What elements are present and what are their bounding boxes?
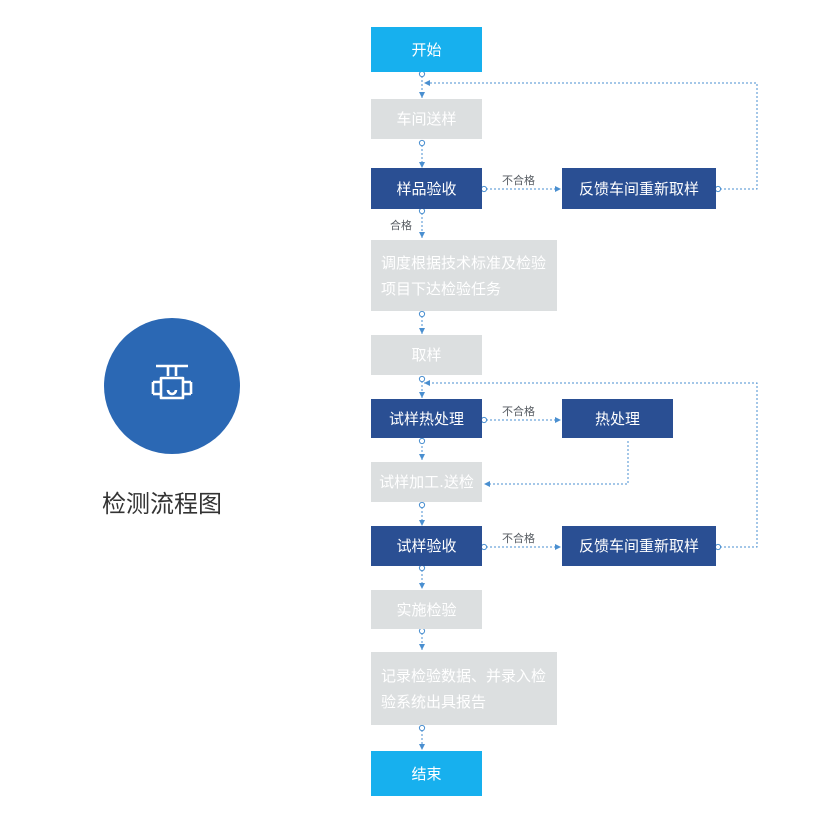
port-inspect	[418, 627, 426, 635]
port-dispatch	[418, 310, 426, 318]
node-take-sample: 取样	[371, 335, 482, 375]
edge-label-fail: 不合格	[502, 405, 535, 418]
node-heat-treatment: 热处理	[562, 399, 673, 438]
port-feedback1	[714, 185, 722, 193]
port-saccept-right	[480, 543, 488, 551]
port-start	[418, 70, 426, 78]
node-specimen-heat: 试样热处理	[371, 399, 482, 438]
valve-pipe-icon	[151, 364, 193, 400]
node-record-report: 记录检验数据、并录入检验系统出具报告	[371, 652, 557, 725]
port-heat-bottom	[418, 437, 426, 445]
edge-label-fail: 不合格	[502, 174, 535, 187]
node-start: 开始	[371, 27, 482, 72]
edge-label-pass: 合格	[390, 219, 412, 232]
node-sample-accept: 样品验收	[371, 168, 482, 209]
port-saccept-bottom	[418, 564, 426, 572]
port-feedback2	[714, 543, 722, 551]
node-workshop-send: 车间送样	[371, 99, 482, 139]
port-accept-right	[480, 185, 488, 193]
node-dispatch-task: 调度根据技术标准及检验项目下达检验任务	[371, 240, 557, 311]
port-record	[418, 724, 426, 732]
node-specimen-accept: 试样验收	[371, 526, 482, 566]
edge-label-fail: 不合格	[502, 532, 535, 545]
node-inspect: 实施检验	[371, 590, 482, 629]
port-accept-bottom	[418, 207, 426, 215]
edge-heat-back-machining	[484, 441, 629, 487]
node-feedback-resample-1: 反馈车间重新取样	[562, 168, 716, 209]
node-end: 结束	[371, 751, 482, 796]
node-machining: 试样加工.送检	[371, 462, 482, 502]
edge-feedback1-loop	[424, 80, 758, 190]
port-send	[418, 139, 426, 147]
node-feedback-resample-2: 反馈车间重新取样	[562, 526, 716, 566]
icon-circle	[104, 318, 240, 454]
port-machining	[418, 501, 426, 509]
port-heat-right	[480, 416, 488, 424]
side-title: 检测流程图	[102, 490, 222, 518]
port-take	[418, 375, 426, 383]
